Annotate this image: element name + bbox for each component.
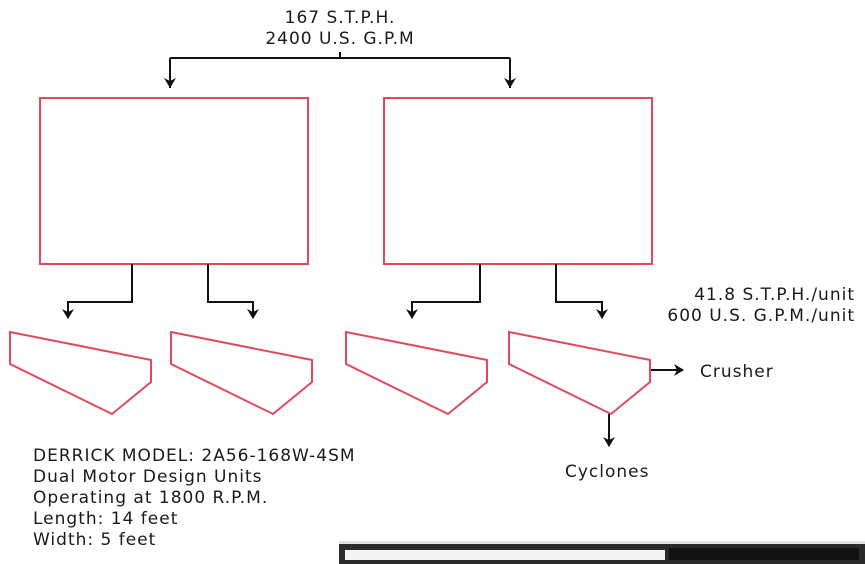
split-arrow-3: [406, 264, 481, 319]
split-arrow-2: [207, 264, 259, 319]
unit-flow-label: 41.8 S.T.P.H./unit 600 U.S. G.P.M./unit: [605, 285, 855, 327]
hopper-1: [9, 330, 152, 416]
unit-flow: 600 U.S. G.P.M./unit: [667, 306, 855, 326]
spec-length: Length: 14 feet: [33, 509, 179, 529]
hopper-2: [170, 330, 313, 416]
crusher-label: Crusher: [700, 362, 774, 382]
spec-motor: Dual Motor Design Units: [33, 467, 263, 487]
specs-block: DERRICK MODEL: 2A56-168W-4SM Dual Motor …: [33, 446, 356, 551]
unit-rate: 41.8 S.T.P.H./unit: [694, 285, 855, 305]
split-arrow-1: [62, 264, 133, 319]
spec-speed: Operating at 1800 R.P.M.: [33, 488, 269, 508]
feed-rate: 167 S.T.P.H.: [284, 8, 396, 28]
feed-label: 167 S.T.P.H. 2400 U.S. G.P.M: [180, 8, 500, 50]
screen-unit-left: [39, 97, 309, 265]
hopper-3: [345, 330, 488, 416]
hopper-4: [508, 330, 651, 416]
feed-flow: 2400 U.S. G.P.M: [265, 29, 415, 49]
feed-split-arrow: [169, 52, 511, 88]
equipment-photo: [339, 541, 865, 564]
cyclones-label: Cyclones: [565, 462, 650, 482]
spec-model: DERRICK MODEL: 2A56-168W-4SM: [33, 446, 356, 466]
spec-width: Width: 5 feet: [33, 530, 157, 550]
photo-light-area: [345, 550, 665, 560]
photo-dark-area: [669, 548, 859, 560]
split-arrow-4: [555, 264, 608, 319]
screen-unit-right: [383, 97, 653, 265]
